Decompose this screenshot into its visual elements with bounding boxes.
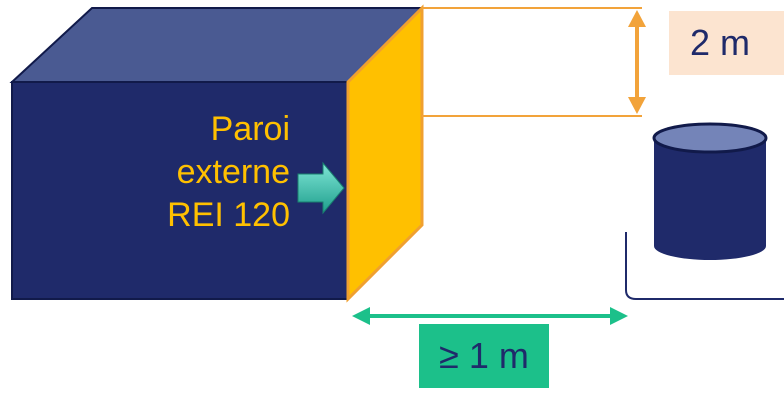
distance-arrowhead-left: [352, 307, 370, 325]
ground-line: [625, 232, 784, 300]
wall-label-line-1: Paroi: [210, 110, 290, 148]
wall-label-line-3: REI 120: [167, 196, 290, 234]
wall-label-line-2: externe: [176, 153, 290, 191]
external-wall-rei120: [346, 4, 424, 303]
wall-label: Paroi externe REI 120: [100, 108, 290, 237]
distance-arrowhead-right: [610, 307, 628, 325]
arrow-right-icon: [297, 161, 345, 215]
height-arrowhead-top: [628, 10, 646, 27]
height-label: 2 m: [669, 11, 784, 75]
height-arrowhead-bottom: [628, 97, 646, 114]
distance-label: ≥ 1 m: [419, 324, 549, 388]
building-front-face: [11, 81, 349, 300]
cylinder-tank-icon: [652, 122, 768, 260]
